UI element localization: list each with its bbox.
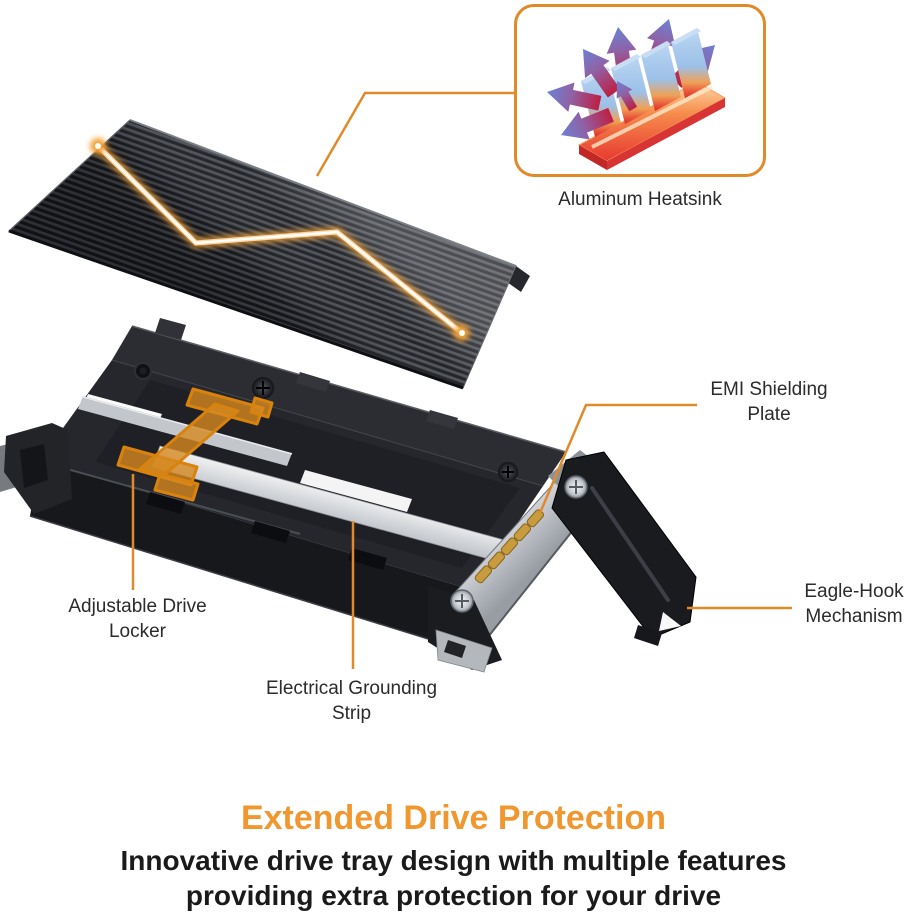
eagle-hook-label-line1: Eagle-Hook — [804, 581, 904, 602]
plate-screw-bottom — [450, 589, 474, 613]
adjustable-drive-locker-label-line1: Adjustable Drive — [68, 596, 207, 617]
eagle-hook-label: Eagle-Hook Mechanism — [795, 579, 907, 629]
eagle-hook-label-line2: Mechanism — [805, 606, 903, 627]
left-bracket-notch — [20, 444, 48, 488]
footer-subline-1: Innovative drive tray design with multip… — [120, 845, 787, 876]
screw-post-hole — [139, 367, 147, 375]
airflow-arrow-icon — [561, 107, 614, 140]
heatsink-callout-box — [514, 4, 766, 177]
emi-shielding-label-line2: Plate — [747, 404, 791, 425]
fin-cap — [611, 54, 641, 71]
adjustable-drive-locker-label-line2: Locker — [108, 621, 167, 642]
heatsink-left-edge — [8, 119, 131, 232]
tray-back-edge-highlight — [131, 325, 567, 453]
airflow-arrows-front — [547, 49, 638, 140]
zigzag-dot-end — [459, 330, 465, 336]
airflow-arrow-icon — [547, 82, 602, 112]
tray-floor-edge — [111, 359, 544, 487]
callout-line-emi-shielding — [538, 403, 697, 514]
adjustable-drive-locker — [116, 387, 274, 502]
footer-subline-2: providing extra protection for your driv… — [185, 880, 722, 911]
fin — [671, 28, 711, 98]
heatsink-bottom-edge — [8, 229, 464, 390]
gold-contact-fingers — [474, 509, 545, 584]
heatsink-fins — [581, 28, 711, 137]
heatsink-sheen — [9, 120, 516, 388]
locker-foot-pad — [153, 472, 200, 502]
strip-rear-highlight — [82, 396, 293, 455]
handle-highlight — [590, 486, 670, 602]
electrical-grounding-strip-label-line1: Electrical Grounding — [265, 678, 438, 699]
emi-shielding-label-line1: EMI Shielding — [710, 379, 828, 400]
airflow-arrow-icon — [583, 49, 621, 98]
hook-foot — [634, 625, 662, 646]
front-wall-notch-2 — [251, 521, 290, 543]
eagle-hook-handle — [551, 451, 697, 646]
fin-cap — [641, 41, 671, 58]
dome-screw-2 — [498, 462, 518, 482]
drive-tray — [0, 318, 697, 673]
heatsink-top-edge — [129, 119, 517, 267]
locker-ribbed-pad — [249, 396, 274, 419]
tray-back-rail — [112, 326, 566, 486]
aluminum-heatsink-label: Aluminum Heatsink — [558, 189, 722, 210]
airflow-arrow-icon — [616, 81, 638, 112]
heatsink-highlight-zigzag — [90, 138, 470, 341]
tray-latch-bump-2 — [426, 410, 458, 429]
adjustable-drive-locker-label: Adjustable Drive Locker — [27, 594, 248, 644]
dome-screw-1 — [252, 377, 274, 399]
front-wall-bottom-edge — [29, 515, 465, 651]
bracket-slot — [444, 640, 466, 658]
footer-headline: Extended Drive Protection — [240, 799, 667, 837]
fin — [641, 41, 681, 111]
tray-front-wall — [30, 460, 472, 650]
tray-back-tab — [155, 318, 186, 340]
heatsink-base — [577, 81, 727, 170]
callout-line-aluminum-heatsink — [315, 91, 514, 177]
aluminum-heatsink-plate — [8, 119, 530, 390]
floor-slot-2 — [300, 470, 412, 512]
front-wall-notch-1 — [146, 492, 185, 514]
emi-shielding-label: EMI Shielding Plate — [688, 377, 850, 427]
heatsink-airflow-illustration — [547, 19, 727, 170]
hook-notch — [659, 612, 681, 631]
electrical-grounding-strip-label: Electrical Grounding Strip — [231, 676, 472, 726]
tray-latch-bump-1 — [296, 372, 330, 392]
fin-cap — [671, 28, 701, 45]
callout-lines — [131, 91, 792, 669]
tray-left-bracket — [0, 423, 72, 514]
plate-screw-top — [564, 475, 588, 499]
electrical-grounding-strip-label-line2: Strip — [331, 703, 372, 724]
front-corner-bracket — [428, 586, 502, 673]
front-wall-notch-3 — [348, 548, 387, 570]
zigzag-dot-start — [95, 143, 101, 149]
